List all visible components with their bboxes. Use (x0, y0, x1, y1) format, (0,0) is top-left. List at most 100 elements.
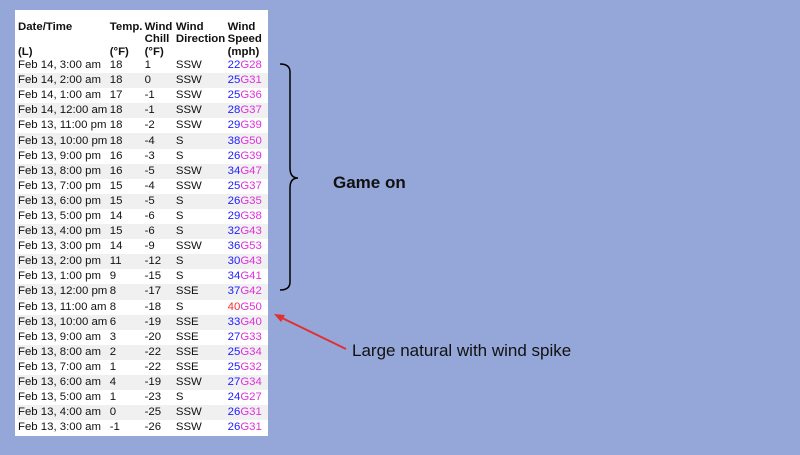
temperature-cell: 1 (109, 391, 117, 404)
temperature-cell: 15 (108, 224, 144, 240)
gust-speed: G43 (240, 255, 262, 268)
column-header-text: Wind (227, 20, 256, 33)
gust-speed: G41 (240, 270, 262, 283)
sustained-speed: 27 (227, 376, 241, 389)
wind-direction-cell: SSE (174, 314, 227, 330)
temperature-cell: 18 (109, 119, 123, 132)
wind-chill-cell: -18 (144, 300, 162, 313)
wind-speed-cell: 25G32 (227, 360, 268, 375)
temperature-cell: 15 (109, 179, 123, 192)
wind-direction-cell: SSW (175, 421, 202, 434)
gust-speed: G36 (240, 89, 262, 102)
wind-speed-cell: 34G47 (226, 163, 268, 179)
date-time-cell: Feb 13, 6:00 pm (17, 193, 109, 209)
column-header-text: (mph) (227, 45, 260, 58)
wind-chill-cell: -1 (143, 103, 175, 119)
temperature-cell: 0 (108, 405, 144, 421)
wind-speed-cell: 27G33 (227, 330, 268, 345)
temperature-cell: 15 (108, 193, 144, 209)
wind-speed-cell: 37G42 (226, 284, 268, 300)
wind-chill-cell: -12 (143, 254, 175, 270)
wind-chill-cell: -2 (144, 119, 155, 132)
wind-chill-cell: -20 (144, 330, 162, 343)
gust-speed: G50 (240, 134, 262, 147)
wind-chill-cell: 1 (144, 59, 151, 72)
temperature-cell: 4 (108, 374, 144, 391)
wind-chill-cell: -6 (144, 209, 155, 222)
wind-direction-cell: SSW (174, 163, 227, 179)
wind-direction-cell: SSE (174, 344, 227, 360)
temperature-cell: 8 (109, 300, 117, 313)
temperature-cell: 1 (109, 360, 117, 373)
gust-speed: G31 (240, 74, 262, 87)
temperature-cell: 17 (109, 89, 123, 102)
wind-chill-cell: -1 (144, 89, 155, 102)
wind-chill-cell: -3 (144, 149, 155, 162)
date-time-cell: Feb 14, 3:00 am (18, 59, 101, 72)
wind-speed-cell: 26G31 (227, 420, 268, 435)
sustained-speed: 25 (227, 179, 241, 192)
sustained-speed: 28 (227, 104, 241, 117)
date-time-cell: Feb 13, 2:00 pm (17, 254, 109, 270)
temperature-cell: 16 (108, 163, 144, 179)
wind-direction-cell: S (175, 149, 184, 162)
wind-chill-cell: -17 (143, 284, 175, 300)
wind-direction-cell: SSW (175, 179, 202, 192)
sustained-speed: 37 (227, 285, 241, 298)
wind-spike-note: Large natural with wind spike (352, 341, 572, 360)
temperature-cell: 16 (109, 149, 123, 162)
date-time-cell: Feb 13, 3:00 pm (18, 240, 101, 253)
gust-speed: G35 (240, 194, 262, 207)
wind-direction-cell: S (174, 133, 227, 149)
date-time-cell: Feb 13, 7:00 pm (18, 179, 101, 192)
temperature-cell: 18 (108, 103, 144, 119)
wind-direction-cell: S (175, 209, 184, 222)
wind-speed-cell: 24G27 (227, 390, 268, 405)
gust-speed: G34 (240, 345, 262, 358)
gust-speed: G32 (240, 360, 262, 373)
temperature-cell: 8 (108, 284, 144, 300)
wind-chill-cell: -22 (143, 344, 175, 360)
sustained-speed: 36 (227, 240, 241, 253)
wind-direction-cell: S (174, 224, 227, 240)
date-time-cell: Feb 13, 1:00 pm (18, 270, 101, 283)
sustained-speed: 40 (227, 300, 241, 313)
wind-speed-cell: 32G43 (226, 224, 268, 240)
temperature-cell: 18 (109, 59, 123, 72)
gust-speed: G34 (240, 376, 262, 389)
date-time-cell: Feb 14, 12:00 am (17, 103, 109, 119)
wind-chill-cell: -5 (143, 193, 175, 209)
wind-speed-cell: 26G31 (226, 405, 268, 421)
wind-speed-cell: 25G34 (226, 344, 268, 360)
gust-speed: G53 (240, 240, 262, 253)
column-header-text: Speed (227, 33, 262, 45)
sustained-speed: 34 (227, 270, 241, 283)
sustained-speed: 25 (227, 360, 241, 373)
temperature-cell: 14 (109, 209, 123, 222)
column-header-text: (°F) (144, 45, 164, 58)
column-header-text: Direction (175, 33, 226, 45)
wind-chill-cell: -9 (144, 240, 155, 253)
date-time-cell: Feb 13, 4:00 am (17, 405, 109, 421)
column-header-text: Chill (144, 33, 170, 45)
wind-direction-cell: S (174, 254, 227, 270)
date-time-cell: Feb 13, 9:00 pm (18, 149, 101, 162)
gust-speed: G42 (240, 285, 262, 298)
wind-direction-cell: SSW (175, 119, 202, 132)
gust-speed: G37 (240, 104, 262, 117)
temperature-cell: 11 (108, 254, 144, 270)
wind-speed-cell: 25G31 (226, 73, 268, 89)
